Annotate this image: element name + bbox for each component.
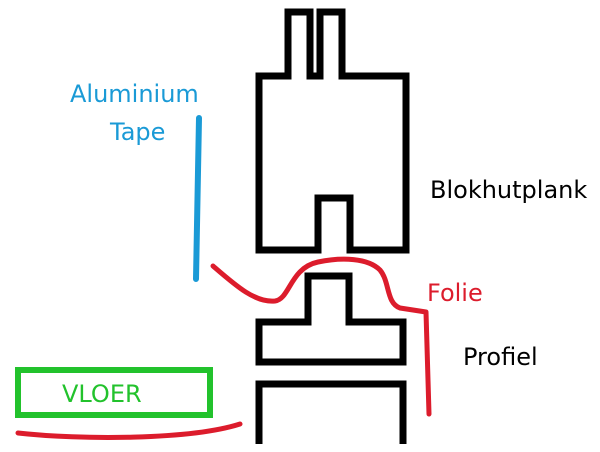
lower-beam-shape	[255, 380, 407, 444]
folie-label: Folie	[427, 279, 483, 307]
vloer-label: VLOER	[62, 380, 142, 408]
aluminium-label: Aluminium	[70, 80, 199, 108]
blokhutplank-label: Blokhutplank	[430, 176, 588, 204]
folie-line	[210, 256, 432, 417]
vloer-box	[15, 367, 213, 418]
blokhutplank-shape	[255, 8, 410, 254]
aluminium-tape-line	[193, 115, 202, 282]
tape-label: Tape	[110, 118, 166, 146]
floor-foil-line	[15, 421, 243, 440]
profiel-label: Profiel	[463, 343, 538, 371]
profiel-shape	[255, 272, 407, 366]
